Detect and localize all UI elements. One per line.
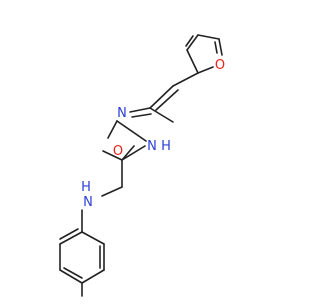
methylene-amine: H N [81,159,123,210]
n-n-bond: N H [107,120,171,154]
molecule-structure: O N N H O H N [59,34,225,297]
carbonyl-oxygen-label: O [113,144,123,159]
hydrazide-nitrogen-label: N [147,139,157,154]
furan-oxygen-label: O [215,58,225,73]
amine-hydrogen-label: H [81,180,91,195]
vinyl-linker [149,72,199,111]
tolyl-ring [59,209,105,297]
furan-ring: O [185,34,225,74]
hydrazone-carbon: N [117,106,174,123]
hydrazide-hydrogen-label: H [161,139,171,154]
carbonyl-group: O [102,144,146,161]
structure-canvas: O N N H O H N [59,34,225,297]
amine-nitrogen-label: N [83,195,93,210]
imine-nitrogen-label: N [117,106,127,121]
